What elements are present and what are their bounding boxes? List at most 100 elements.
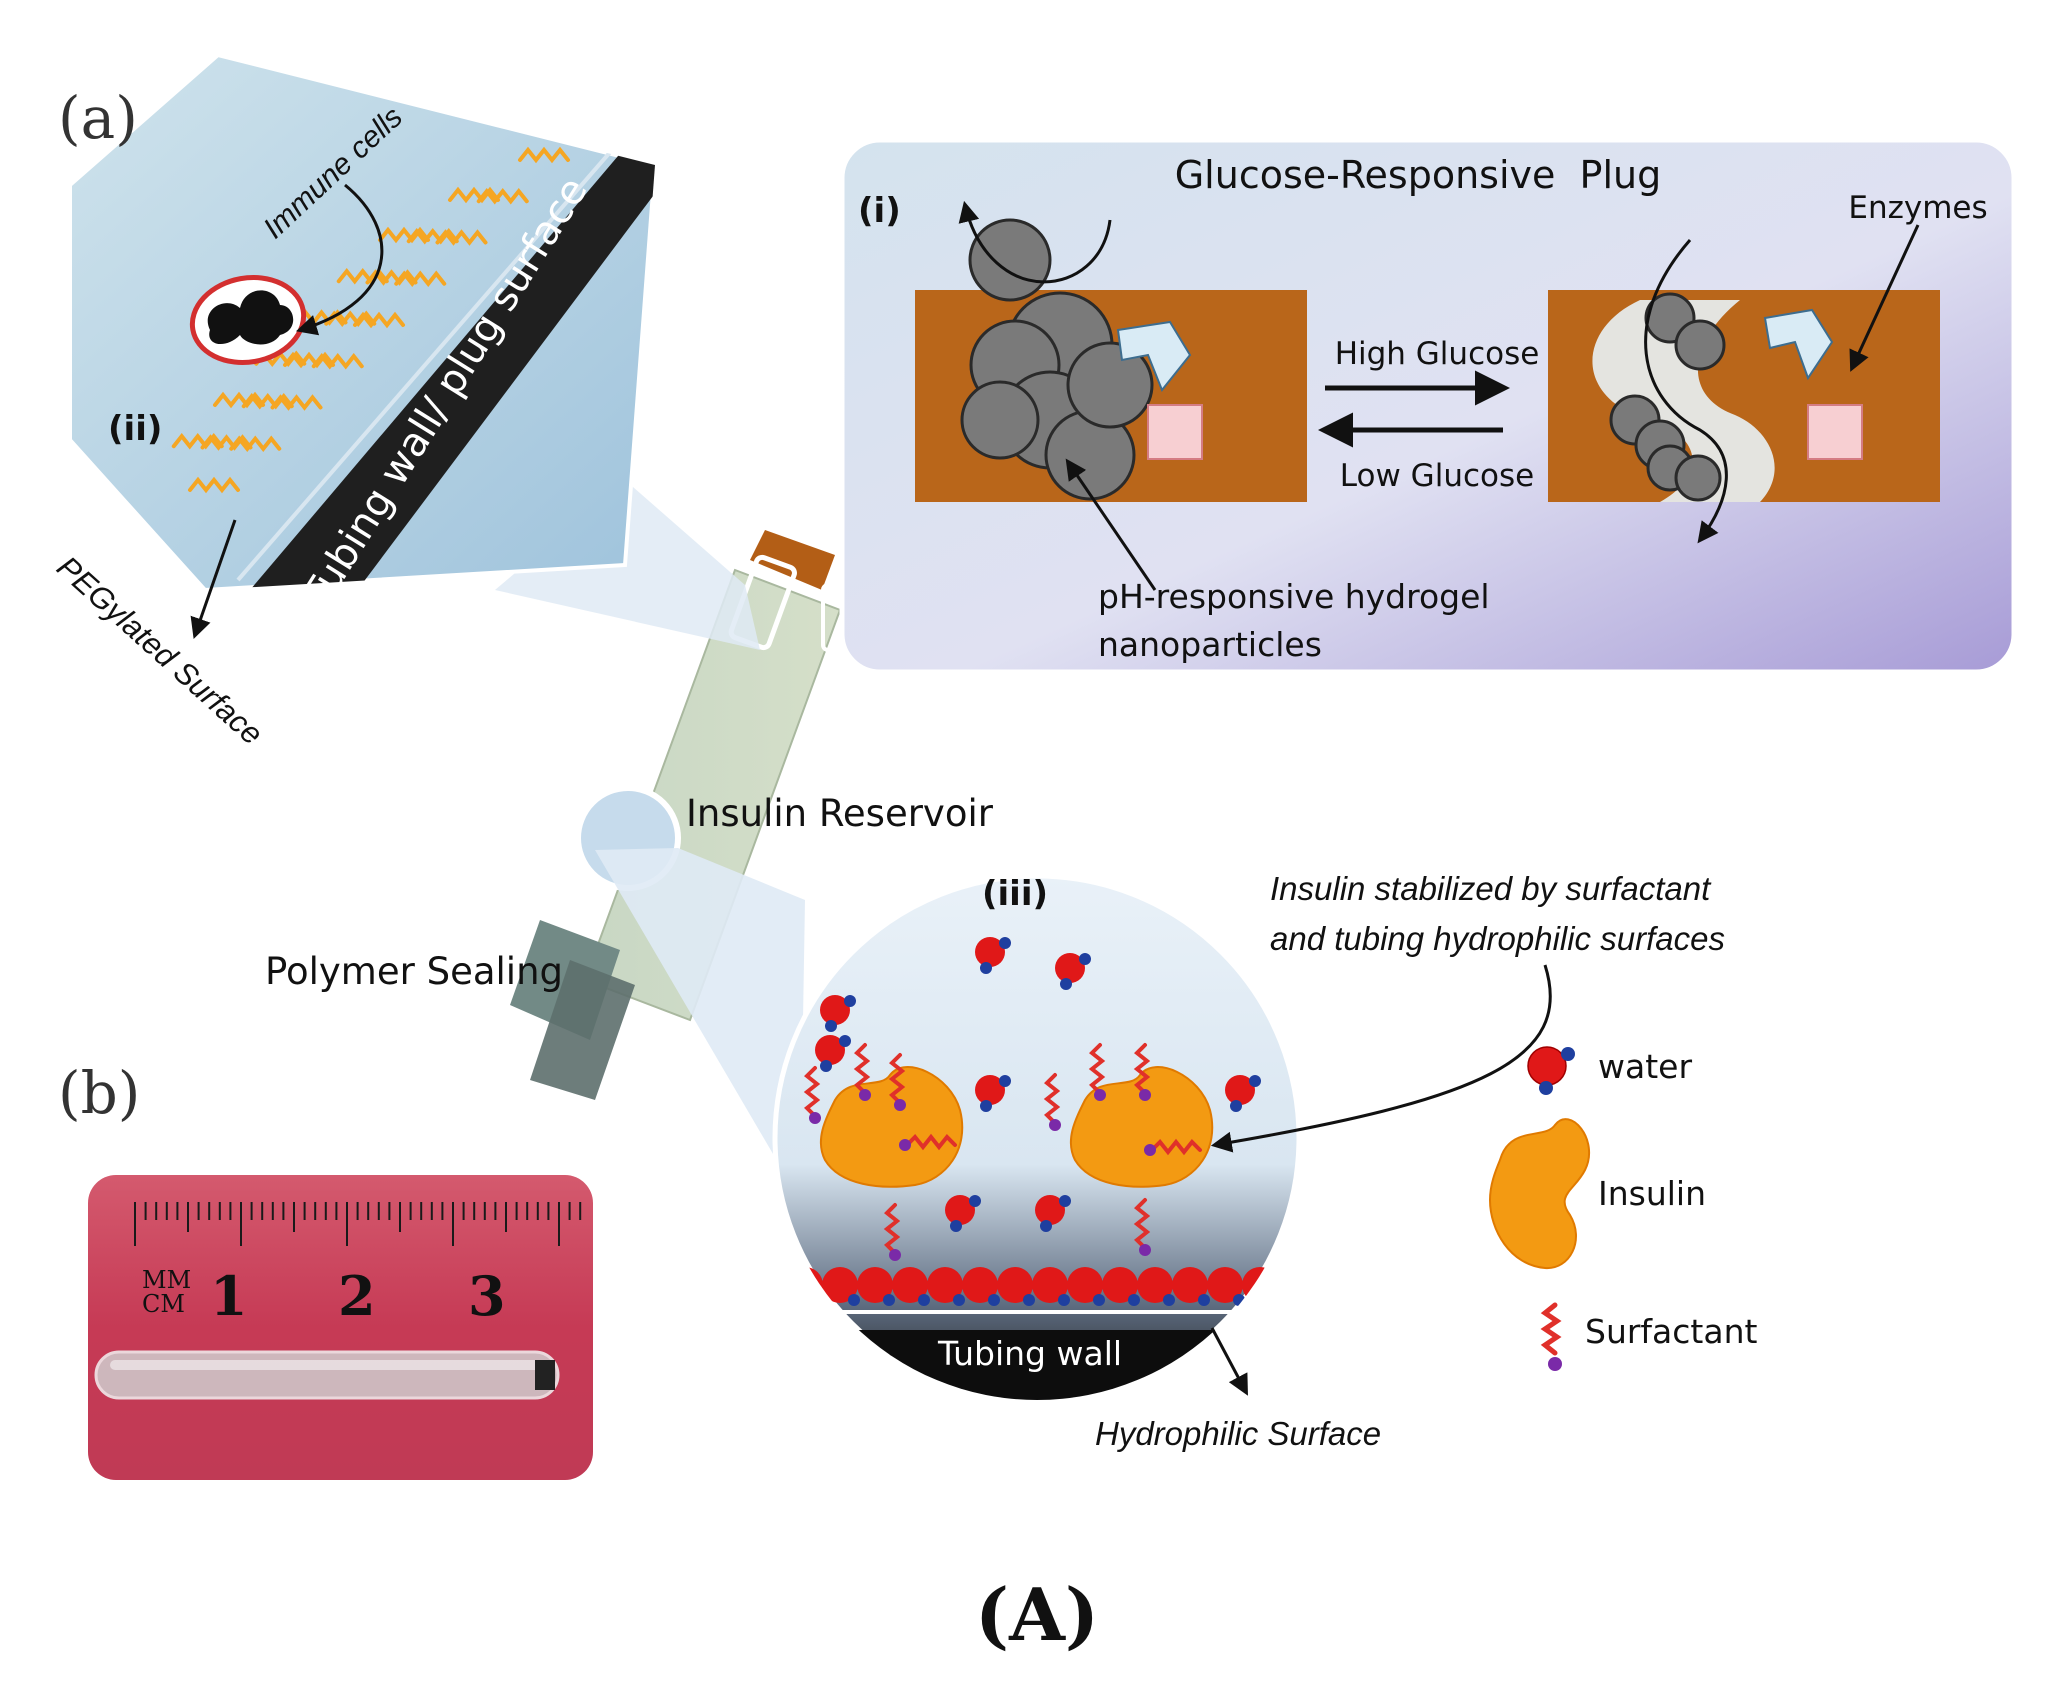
enzymes-label: Enzymes	[1848, 190, 1987, 226]
polymer-sealing-label: Polymer Sealing	[265, 950, 563, 993]
ruler-photo: MM CM 1 2 3	[88, 1175, 593, 1480]
wall-water-molecule-icon	[822, 1267, 860, 1306]
device-photo-tube	[94, 1350, 560, 1400]
immune-cell-nucleus-icon	[207, 290, 294, 345]
enzyme-pentagon-left-icon	[1116, 320, 1192, 392]
peg-chain	[213, 391, 265, 409]
peg-chain	[435, 229, 488, 246]
zoom-cone-ii	[495, 480, 760, 650]
peg-chain	[365, 269, 418, 286]
legend-surfactant-label: Surfactant	[1585, 1312, 1757, 1351]
surfactant-chains	[803, 1043, 1202, 1261]
peg-chain	[518, 146, 570, 164]
ruler-mark-3: 3	[468, 1264, 506, 1328]
peg-chain	[353, 311, 405, 329]
wall-water-molecule-icon	[927, 1267, 965, 1306]
inset-i-panel: Glucose-Responsive Plug (i) Enzymes High…	[839, 137, 2017, 675]
wall-water-molecule-icon	[997, 1267, 1035, 1306]
nanoparticle	[1066, 341, 1154, 429]
nanoparticles-label-line1: pH-responsive hydrogel	[1098, 577, 1490, 616]
legend-surfactant-icon	[1540, 1302, 1562, 1371]
low-glucose-label: Low Glucose	[1340, 458, 1534, 494]
peg-chain	[324, 310, 377, 327]
insulin-reservoir-label: Insulin Reservoir	[686, 792, 994, 835]
ruler-ticks	[134, 1202, 582, 1246]
legend-water-label: water	[1598, 1047, 1692, 1086]
zoom-cone-iii	[595, 848, 805, 1200]
high-glucose-label: High Glucose	[1335, 336, 1540, 372]
surfactant-chain-icon	[888, 1053, 906, 1111]
peg-chain	[476, 188, 529, 205]
water-molecule-icon	[1225, 1075, 1261, 1112]
surface-water-layer	[787, 1267, 1280, 1306]
enzyme-square-left-icon	[1147, 404, 1203, 460]
inset-iii-label: (iii)	[982, 874, 1048, 914]
peg-chain	[406, 228, 459, 245]
legend: water Insulin Surfactant	[1488, 1046, 1757, 1371]
wall-water-molecule-icon	[1032, 1267, 1070, 1306]
nanoparticle	[960, 380, 1040, 460]
ruler-cm-label: CM	[142, 1290, 185, 1318]
surfactant-chain-icon	[803, 1066, 821, 1124]
nanoparticle	[968, 218, 1052, 302]
inset-iii-panel: (iii) Tubing wall	[772, 873, 1552, 1403]
legend-water-icon	[1527, 1046, 1575, 1095]
wall-water-molecule-icon	[962, 1267, 1000, 1306]
ruler-mark-2: 2	[338, 1264, 376, 1328]
surfactant-chain-icon	[1144, 1138, 1202, 1156]
legend-insulin-label: Insulin	[1598, 1174, 1706, 1213]
hydrophilic-arrow	[1210, 1327, 1248, 1396]
nanoparticle	[1674, 319, 1726, 371]
enzyme-pentagon-right-icon	[1763, 308, 1834, 381]
water-molecule-icon	[1035, 1195, 1071, 1232]
device-photo-plug	[535, 1360, 555, 1390]
stabilization-note-line1: Insulin stabilized by surfactant	[1270, 870, 1712, 907]
nanoparticles-left	[960, 218, 1154, 501]
enzyme-square-right-icon	[1807, 404, 1863, 460]
inset-ii-label: (ii)	[108, 409, 162, 449]
peg-chain	[311, 353, 364, 370]
water-molecule-icon	[815, 1035, 851, 1072]
panel-a-label: (a)	[58, 84, 138, 152]
water-molecule-icon	[945, 1195, 981, 1232]
peg-chain	[188, 476, 240, 494]
enzymes-pointer	[1849, 224, 1920, 372]
ruler-mark-1: 1	[210, 1264, 248, 1328]
peg-chain	[171, 433, 224, 450]
wall-water-molecule-icon	[1172, 1267, 1210, 1306]
peg-chain	[394, 270, 447, 287]
stabilization-arrow	[1210, 964, 1552, 1153]
release-flow-arrow	[1644, 239, 1728, 544]
legend-insulin-icon	[1488, 1118, 1591, 1270]
immune-arrow	[295, 183, 384, 336]
wall-water-molecule-icon	[1137, 1267, 1175, 1306]
surfactant-chain-icon	[1133, 1043, 1151, 1101]
figure-label: (A)	[975, 1572, 1099, 1657]
wall-water-molecule-icon	[857, 1267, 895, 1306]
peg-chain	[200, 434, 253, 451]
surfactant-chain-icon	[1133, 1198, 1151, 1256]
peg-chain	[283, 351, 335, 369]
wall-water-molecule-icon	[1242, 1267, 1280, 1306]
peg-chain	[241, 393, 294, 410]
ruler-mm-label: MM	[142, 1266, 191, 1294]
wall-water-molecule-icon	[1102, 1267, 1140, 1306]
water-molecule-icon	[975, 1075, 1011, 1112]
nanoparticle-pointer	[1065, 458, 1157, 591]
pegylated-arrow	[190, 519, 237, 639]
wall-water-molecule-icon	[1067, 1267, 1105, 1306]
peg-chain	[378, 226, 430, 244]
insulin-molecule-right-icon	[1069, 1066, 1214, 1188]
nanoparticles-label-line2: nanoparticles	[1098, 625, 1322, 664]
insulin-molecule-left-icon	[819, 1066, 964, 1188]
water-molecules	[815, 937, 1261, 1232]
surfactant-chain-icon	[1043, 1073, 1061, 1131]
inset-i-label: (i)	[858, 191, 901, 231]
hydrophilic-surface-label: Hydrophilic Surface	[1095, 1415, 1381, 1452]
water-molecule-icon	[1055, 953, 1091, 990]
surfactant-chain-icon	[853, 1043, 871, 1101]
glucose-flow-arrow	[958, 200, 1112, 284]
diffusion-channel	[1592, 300, 1775, 502]
water-molecule-icon	[820, 995, 856, 1032]
panel-b-label: (b)	[58, 1059, 140, 1127]
